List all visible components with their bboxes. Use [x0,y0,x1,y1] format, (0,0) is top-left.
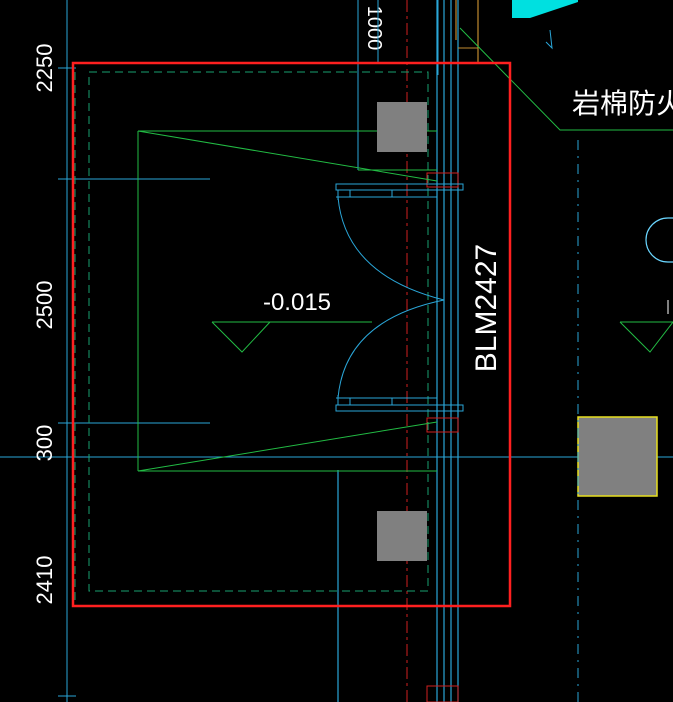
wall-red-marks [426,172,459,702]
right-elevation-marker [619,321,673,353]
top-right-small-mark [545,29,553,50]
elevation-text: -0.015 [263,289,331,316]
selection-box[interactable] [71,61,512,608]
column-top[interactable] [377,102,427,152]
dim-text-2250: 2250 [32,44,57,93]
door-frame [335,183,464,412]
door-label: BLM2427 [470,244,503,372]
dim-text-2410: 2410 [32,556,57,605]
column-bottom[interactable] [377,511,427,561]
top-right-lines [455,0,479,62]
elevation-marker [211,321,372,353]
wall-lines [337,0,459,702]
annotation-text: 岩棉防火 [572,88,673,119]
right-round-shape [645,217,673,263]
dim-text-300: 300 [32,425,57,462]
shaft-outline [137,130,438,472]
dim-text-2500: 2500 [32,281,57,330]
door-swing[interactable] [337,190,445,405]
column-right[interactable] [577,416,658,497]
dashed-boundary [88,71,429,592]
dim-text-1000: 1000 [363,6,385,51]
top-right-black-notch [530,2,578,18]
